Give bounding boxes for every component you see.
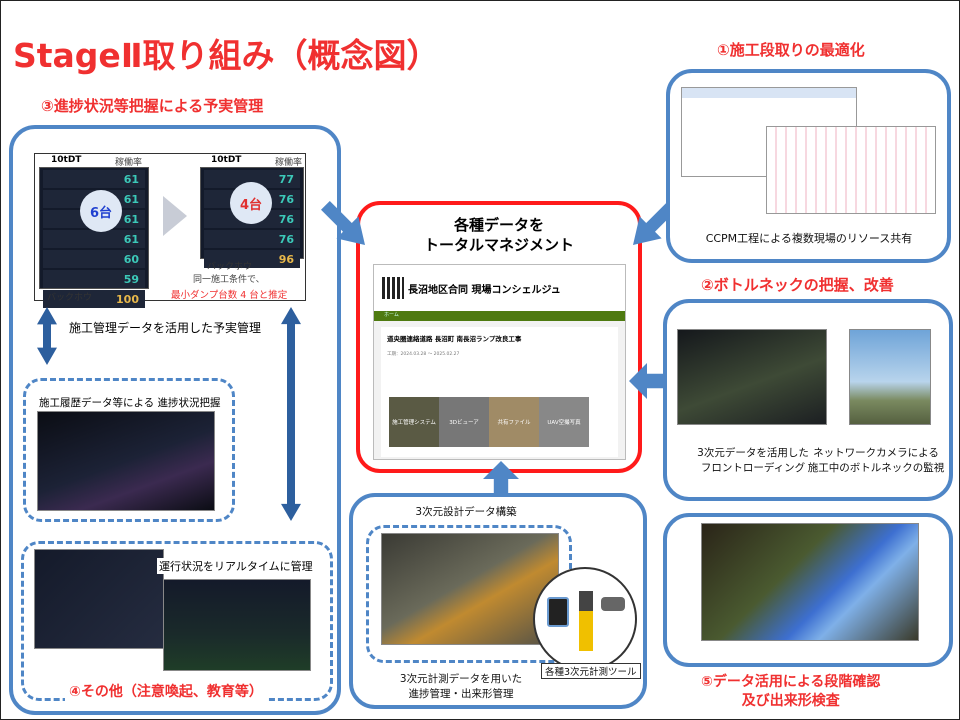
progress-caption: 施工履歴データ等による 進捗状況把握 bbox=[39, 397, 221, 409]
project-period: 工期：2024.03.28 〜 2025.02.27 bbox=[387, 352, 460, 357]
section-3-title: ③進捗状況等把握による予実管理 bbox=[41, 97, 264, 115]
section-4-title: ④その他（注意喚起、教育等） bbox=[65, 681, 267, 701]
concierge-portal: 長沼地区合同 現場コンシェルジュ ホーム 道央圏連絡道路 長沼町 南長沼ランプ改… bbox=[373, 264, 626, 460]
before-count-badge: 6台 bbox=[80, 190, 122, 232]
dump-truck-comparison: 10tDT 稼働率 61 61 61 61 60 59 100 6台 バックホウ… bbox=[34, 153, 306, 308]
excavator-row: 100 bbox=[43, 290, 145, 308]
drone-icon bbox=[601, 597, 625, 611]
measurement-tools-circle bbox=[533, 567, 637, 671]
after-count-badge: 4台 bbox=[230, 182, 272, 224]
design-caption: 3次元設計データ構築 bbox=[415, 506, 517, 518]
portal-title: 長沼地区合同 現場コンシェルジュ bbox=[408, 284, 561, 296]
frontloading-caption: 3次元データを活用したフロントローディング bbox=[697, 447, 809, 474]
network-camera-photo bbox=[849, 329, 931, 425]
after-excavator-label: バックホウ bbox=[207, 262, 253, 272]
progress-screenshot bbox=[37, 411, 215, 511]
truck-row: 76 bbox=[204, 230, 300, 248]
truck-row: 61 bbox=[43, 170, 145, 188]
truck-row: 59 bbox=[43, 270, 145, 288]
plan-caption: 施工管理データを活用した予実管理 bbox=[69, 321, 262, 335]
before-label: 10tDT bbox=[51, 155, 82, 165]
tile-shared-files[interactable]: 共有ファイル bbox=[489, 397, 539, 447]
double-arrow-icon bbox=[37, 307, 57, 365]
project-name: 道央圏連絡道路 長沼町 南長沼ランプ改良工事 bbox=[387, 335, 522, 343]
qr-code-icon bbox=[382, 277, 404, 299]
measure-caption: 3次元計測データを用いた進捗管理・出来形管理 bbox=[399, 673, 523, 700]
section-5-title: ⑤データ活用による段階確認及び出来形検査 bbox=[701, 674, 881, 709]
fleet-map-screenshot bbox=[34, 549, 164, 649]
note-line1: 同一施工条件で、 bbox=[193, 275, 265, 285]
tile-construction-system[interactable]: 施工管理システム bbox=[389, 397, 439, 447]
3d-design-image bbox=[381, 533, 559, 645]
section-1-title: ①施工段取りの最適化 bbox=[717, 41, 865, 59]
progress-dashed-box bbox=[23, 378, 235, 522]
after-label: 10tDT bbox=[211, 155, 242, 165]
truck-row: 61 bbox=[43, 230, 145, 248]
before-excavator-label: バックホウ bbox=[47, 293, 93, 303]
truck-row: 60 bbox=[43, 250, 145, 268]
note-line2: 最小ダンプ台数 4 台と推定 bbox=[171, 290, 288, 301]
tools-caption: 各種3次元計測ツール bbox=[541, 663, 641, 679]
camera-caption: ネットワークカメラによる施工中のボトルネックの監視 bbox=[807, 447, 945, 474]
tile-uav-photos[interactable]: UAV空撮写真 bbox=[539, 397, 589, 447]
3d-terrain-image bbox=[677, 329, 827, 425]
arrow-right-icon bbox=[163, 196, 187, 236]
before-rate-label: 稼働率 bbox=[115, 158, 143, 168]
tablet-icon bbox=[547, 597, 569, 627]
tile-3d-viewer[interactable]: 3Dビューア bbox=[439, 397, 489, 447]
heading-line2: トータルマネジメント bbox=[423, 236, 574, 254]
after-panel: 77 76 76 76 96 bbox=[200, 167, 304, 268]
gantt-screenshot bbox=[766, 126, 936, 214]
point-cloud-image bbox=[701, 523, 919, 641]
section-2-title: ②ボトルネックの把握、改善 bbox=[701, 276, 894, 294]
realtime-screenshot bbox=[163, 579, 311, 671]
total-station-icon bbox=[579, 591, 593, 651]
ccpm-caption: CCPM工程による複数現場のリソース共有 bbox=[705, 232, 913, 245]
after-rate-label: 稼働率 bbox=[275, 158, 303, 168]
truck-row: 77 bbox=[204, 170, 300, 188]
realtime-caption: 運行状況をリアルタイムに管理 bbox=[157, 558, 315, 574]
heading-line1: 各種データを bbox=[453, 216, 544, 234]
excavator-row: 96 bbox=[204, 250, 300, 268]
center-heading: 各種データを トータルマネジメント bbox=[356, 215, 642, 255]
page-title: StageⅡ取り組み（概念図） bbox=[13, 36, 440, 75]
nav-home[interactable]: ホーム bbox=[374, 311, 625, 321]
